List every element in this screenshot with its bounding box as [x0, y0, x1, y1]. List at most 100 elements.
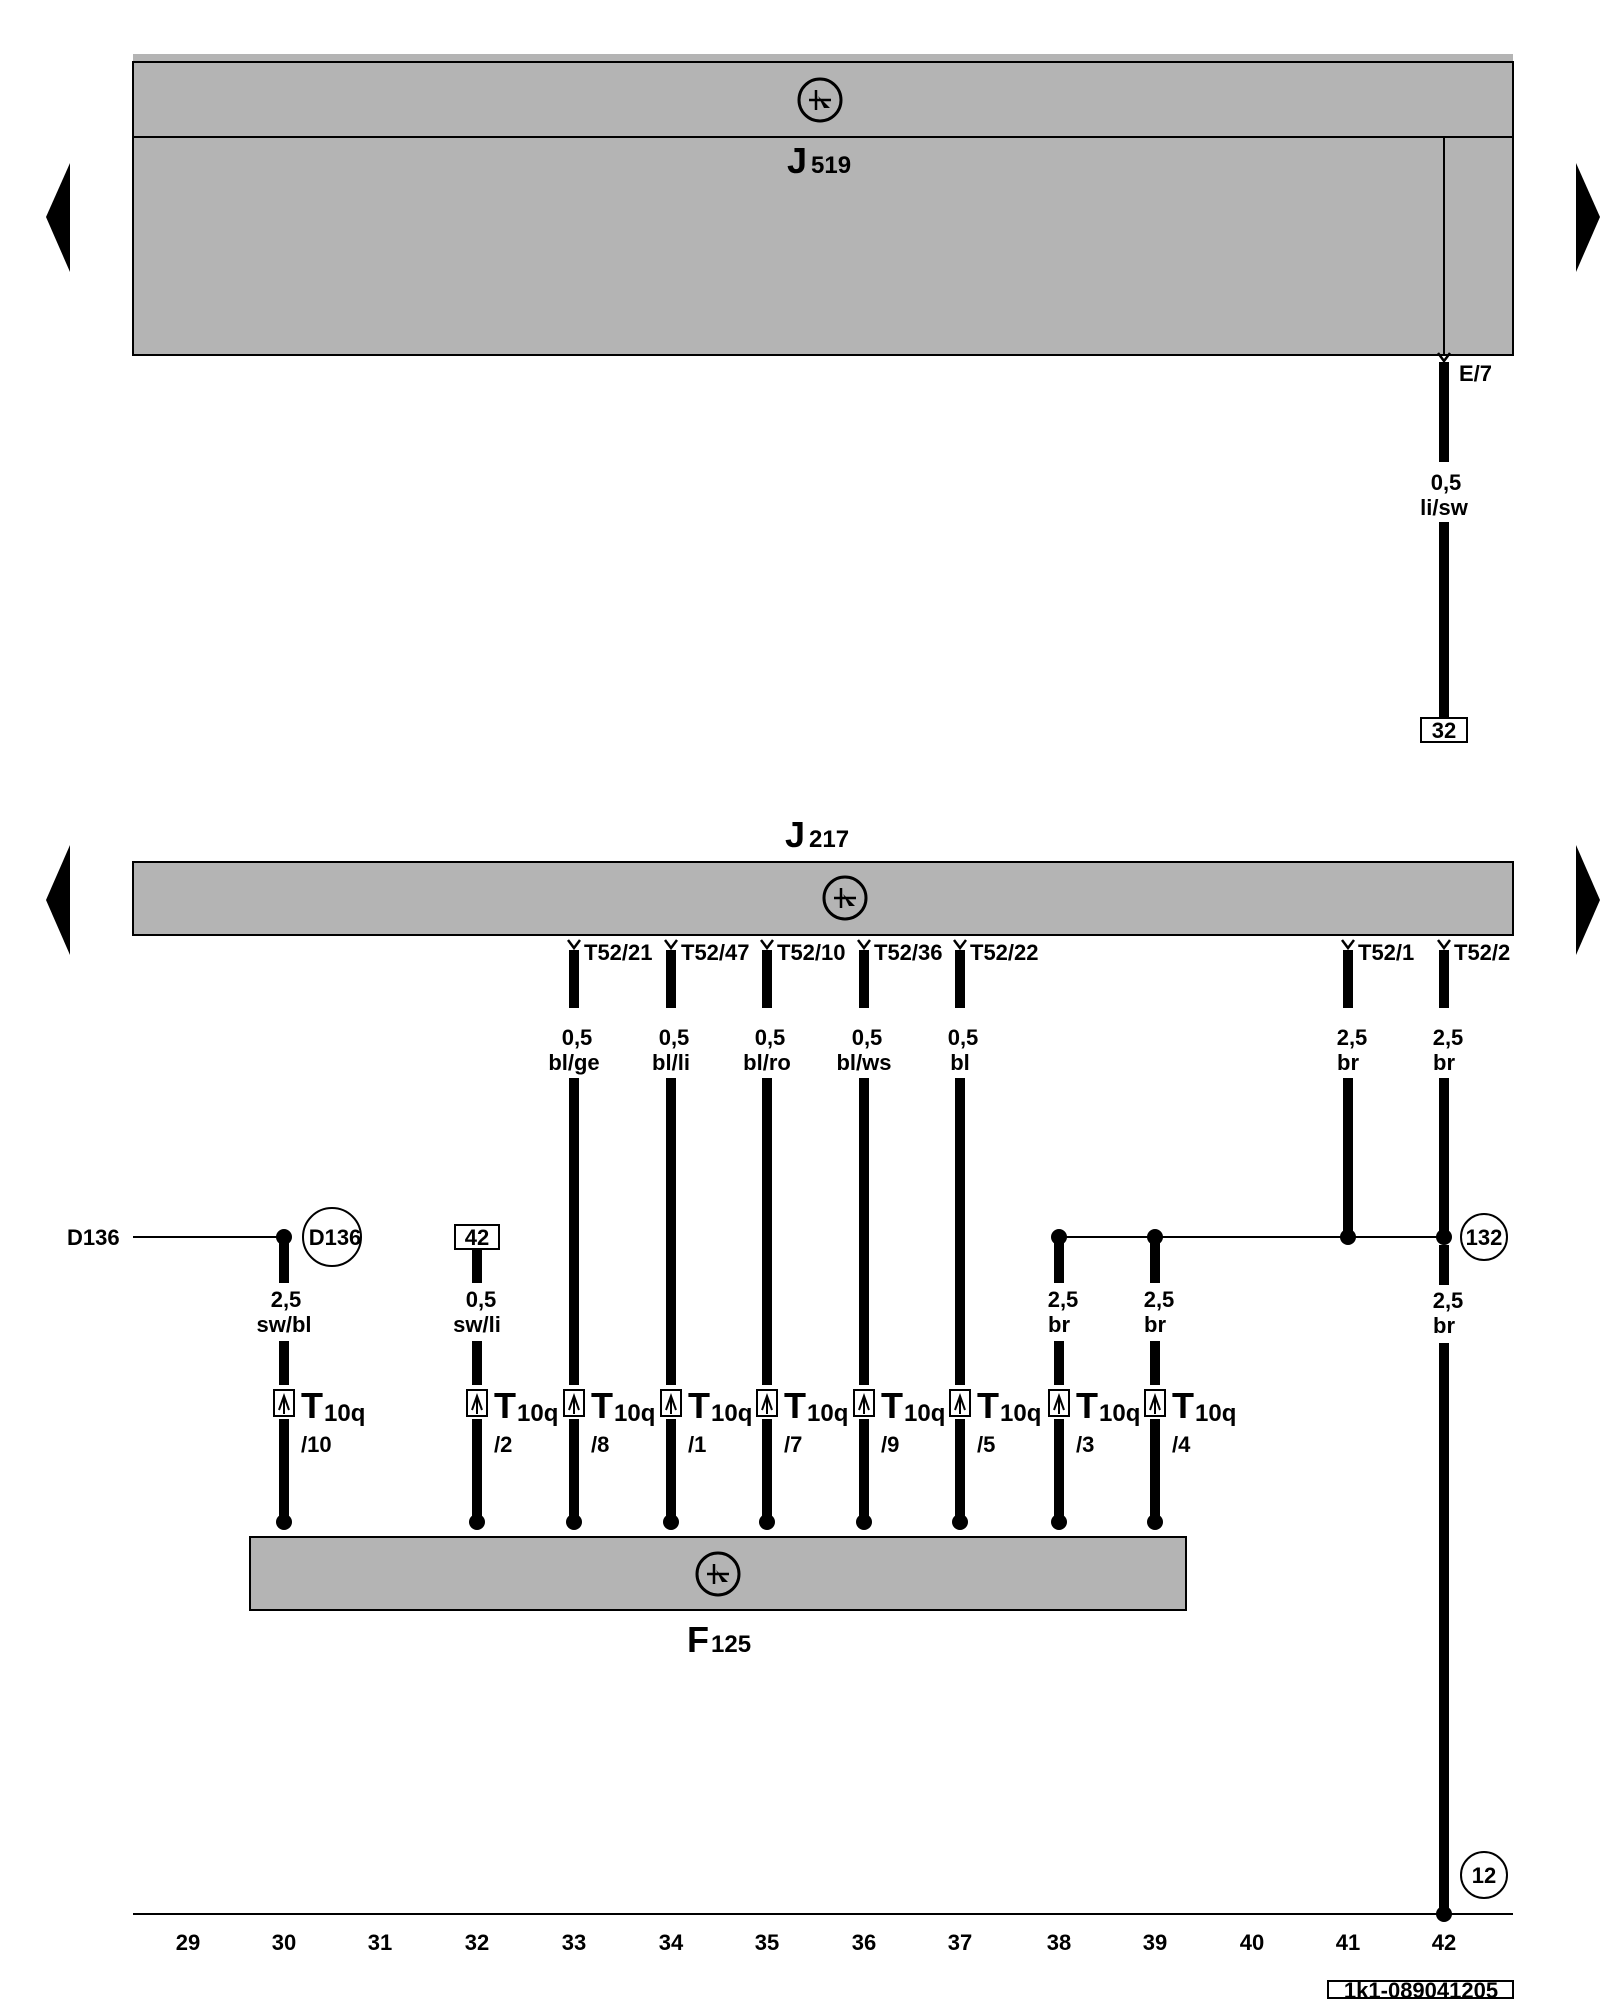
- column-number: 33: [562, 1930, 586, 1955]
- f125-subscript: 125: [711, 1631, 751, 1658]
- connector-letter: T: [784, 1385, 806, 1426]
- connector-pin: /7: [784, 1432, 802, 1457]
- column-number: 34: [659, 1930, 684, 1955]
- wire-size: 0,5: [852, 1025, 883, 1050]
- d136-circle-label: D136: [309, 1225, 362, 1250]
- ground-point-label: 12: [1472, 1863, 1496, 1888]
- column-number: 36: [852, 1930, 876, 1955]
- ground-point-12[interactable]: [1460, 1851, 1508, 1899]
- column-number: 29: [176, 1930, 200, 1955]
- document-code: 1k1-089041205: [1327, 1978, 1514, 2000]
- connector-subscript: 10q: [904, 1400, 945, 1427]
- wire-color: br: [1433, 1050, 1455, 1075]
- j519-subscript: 519: [811, 152, 851, 179]
- connector-icon: [660, 1389, 682, 1417]
- wire-color: br: [1048, 1312, 1070, 1337]
- wire-size: 2,5: [1048, 1287, 1079, 1312]
- pin-label: T52/47: [681, 940, 750, 965]
- nav-right-arrow-icon[interactable]: [1576, 845, 1600, 955]
- connector-icon: [563, 1389, 585, 1417]
- connector-pin: /1: [688, 1432, 706, 1457]
- wire-color: br: [1433, 1313, 1455, 1338]
- wire-color: bl: [950, 1050, 970, 1075]
- column-number: 37: [948, 1930, 972, 1955]
- pin-label: T52/10: [777, 940, 846, 965]
- column-number: 30: [272, 1930, 296, 1955]
- pin-arrow: [567, 939, 581, 951]
- wire-size: 2,5: [1433, 1025, 1464, 1050]
- connector-icon: [853, 1389, 875, 1417]
- wire-right-2: T52/2 2,5br: [1433, 939, 1510, 1237]
- module-f125: F 125: [249, 1536, 1187, 1660]
- connector-pin: /3: [1076, 1432, 1094, 1457]
- wire-size: 0,5: [948, 1025, 979, 1050]
- ground-point-132[interactable]: 132: [1460, 1213, 1508, 1261]
- connector-icon: [1048, 1389, 1070, 1417]
- connector-icon: [273, 1389, 295, 1417]
- nav-left-arrow-icon[interactable]: [46, 845, 70, 955]
- wire-ground-12: 2,5 br 12: [1433, 1245, 1508, 1922]
- nav-right-arrow-icon[interactable]: [1576, 163, 1600, 272]
- pin-arrow: [664, 939, 678, 951]
- wire-d136: D136 D136 2,5 sw/bl T 10q /10: [67, 1207, 365, 1530]
- d136-label: D136: [67, 1225, 120, 1250]
- pin-label: T52/22: [970, 940, 1039, 965]
- junction-dot: [1340, 1229, 1356, 1245]
- control-unit-icon: [822, 875, 868, 921]
- reference-box[interactable]: [1420, 717, 1468, 743]
- connector-icon: [466, 1389, 488, 1417]
- column-number: 35: [755, 1930, 779, 1955]
- column-number: 39: [1143, 1930, 1167, 1955]
- f125-letter: F: [687, 1619, 709, 1660]
- wire-right-1: T52/1 2,5br: [1337, 939, 1414, 1237]
- column-number: 32: [465, 1930, 489, 1955]
- wire-color: bl/ws: [836, 1050, 891, 1075]
- connector-letter: T: [688, 1385, 710, 1426]
- wire-size: 0,5: [755, 1025, 786, 1050]
- wire-j519-e7: E/7 0,5 li/sw 32: [1420, 352, 1492, 743]
- wire-color: br: [1337, 1050, 1359, 1075]
- pin-arrow: [1341, 939, 1355, 951]
- reference-box[interactable]: [454, 1224, 500, 1250]
- d136-circle[interactable]: [302, 1207, 362, 1267]
- connector-subscript: 10q: [807, 1400, 848, 1427]
- wire-color: sw/li: [453, 1312, 501, 1337]
- connector-letter: T: [301, 1385, 323, 1426]
- j519-letter: J: [787, 140, 807, 181]
- wire-size: 2,5: [1337, 1025, 1368, 1050]
- column-number: 41: [1336, 1930, 1360, 1955]
- pin-arrow: [1437, 939, 1451, 951]
- wire-color: li/sw: [1420, 495, 1469, 520]
- connector-subscript: 10q: [1099, 1400, 1140, 1427]
- wire-color: bl/ro: [743, 1050, 791, 1075]
- pin-label: T52/21: [584, 940, 653, 965]
- nav-left-arrow-icon[interactable]: [46, 163, 70, 272]
- wire-color: br: [1144, 1312, 1166, 1337]
- connector-letter: T: [1076, 1385, 1098, 1426]
- connector-subscript: 10q: [1195, 1400, 1236, 1427]
- pin-label: E/7: [1459, 361, 1492, 386]
- j217-letter: J: [785, 814, 805, 855]
- wire-ref-42: 42 0,5 sw/li T 10q /2: [453, 1224, 558, 1530]
- column-number: 40: [1240, 1930, 1264, 1955]
- pin-label: T52/2: [1454, 940, 1510, 965]
- control-unit-icon: [797, 77, 843, 123]
- connector-subscript: 10q: [614, 1400, 655, 1427]
- pin-label: T52/1: [1358, 940, 1414, 965]
- wire-color: bl/ge: [548, 1050, 599, 1075]
- junction-dot: [1436, 1229, 1452, 1245]
- pin-label: T52/36: [874, 940, 943, 965]
- wire-size: 0,5: [659, 1025, 690, 1050]
- connector-pin: /2: [494, 1432, 512, 1457]
- ground-point-label: 132: [1466, 1225, 1503, 1250]
- connector-subscript: 10q: [1000, 1400, 1041, 1427]
